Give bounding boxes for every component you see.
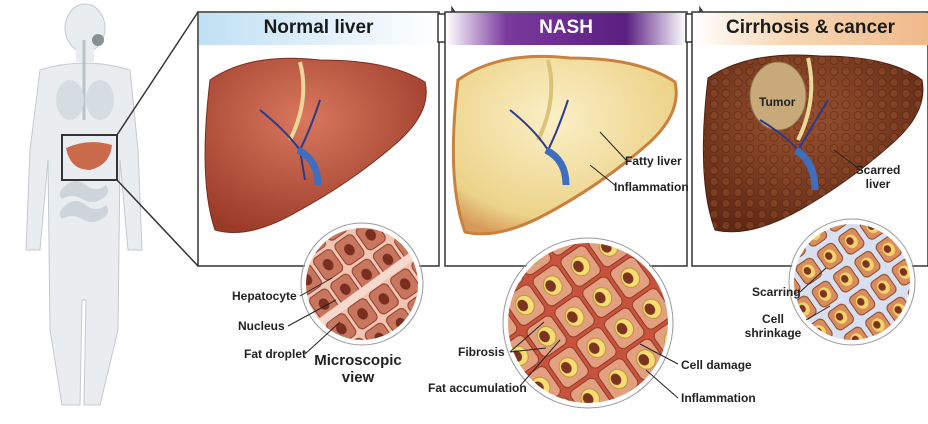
label-scarring: Scarring [752, 285, 801, 299]
label-cell-shrinkage-line2: shrinkage [740, 326, 806, 340]
panel-title-normal: Normal liver [199, 12, 438, 44]
label-inflammation-top: Inflammation [614, 180, 689, 194]
label-cell-shrinkage: Cell shrinkage [740, 312, 806, 340]
label-microscopic-view: Microscopic view [310, 352, 406, 386]
label-fatty-liver: Fatty liver [625, 154, 682, 168]
label-inflammation-bottom: Inflammation [681, 391, 756, 405]
label-cell-damage: Cell damage [681, 358, 752, 372]
label-scarred-line1: Scarred [852, 163, 904, 177]
panel-title-cirrhosis: Cirrhosis & cancer [693, 12, 928, 44]
label-nucleus: Nucleus [238, 319, 285, 333]
label-fat-accumulation: Fat accumulation [428, 381, 527, 395]
label-tumor: Tumor [759, 95, 795, 109]
label-microscopic-line1: Microscopic [310, 352, 406, 369]
label-scarred-liver: Scarred liver [852, 163, 904, 191]
label-hepatocyte: Hepatocyte [232, 289, 297, 303]
label-fat-droplet: Fat droplet [244, 347, 306, 361]
human-body-figure [26, 4, 198, 405]
label-fibrosis: Fibrosis [458, 345, 505, 359]
label-microscopic-line2: view [310, 369, 406, 386]
label-cell-shrinkage-line1: Cell [740, 312, 806, 326]
label-scarred-line2: liver [852, 177, 904, 191]
panel-title-nash: NASH [446, 12, 686, 44]
